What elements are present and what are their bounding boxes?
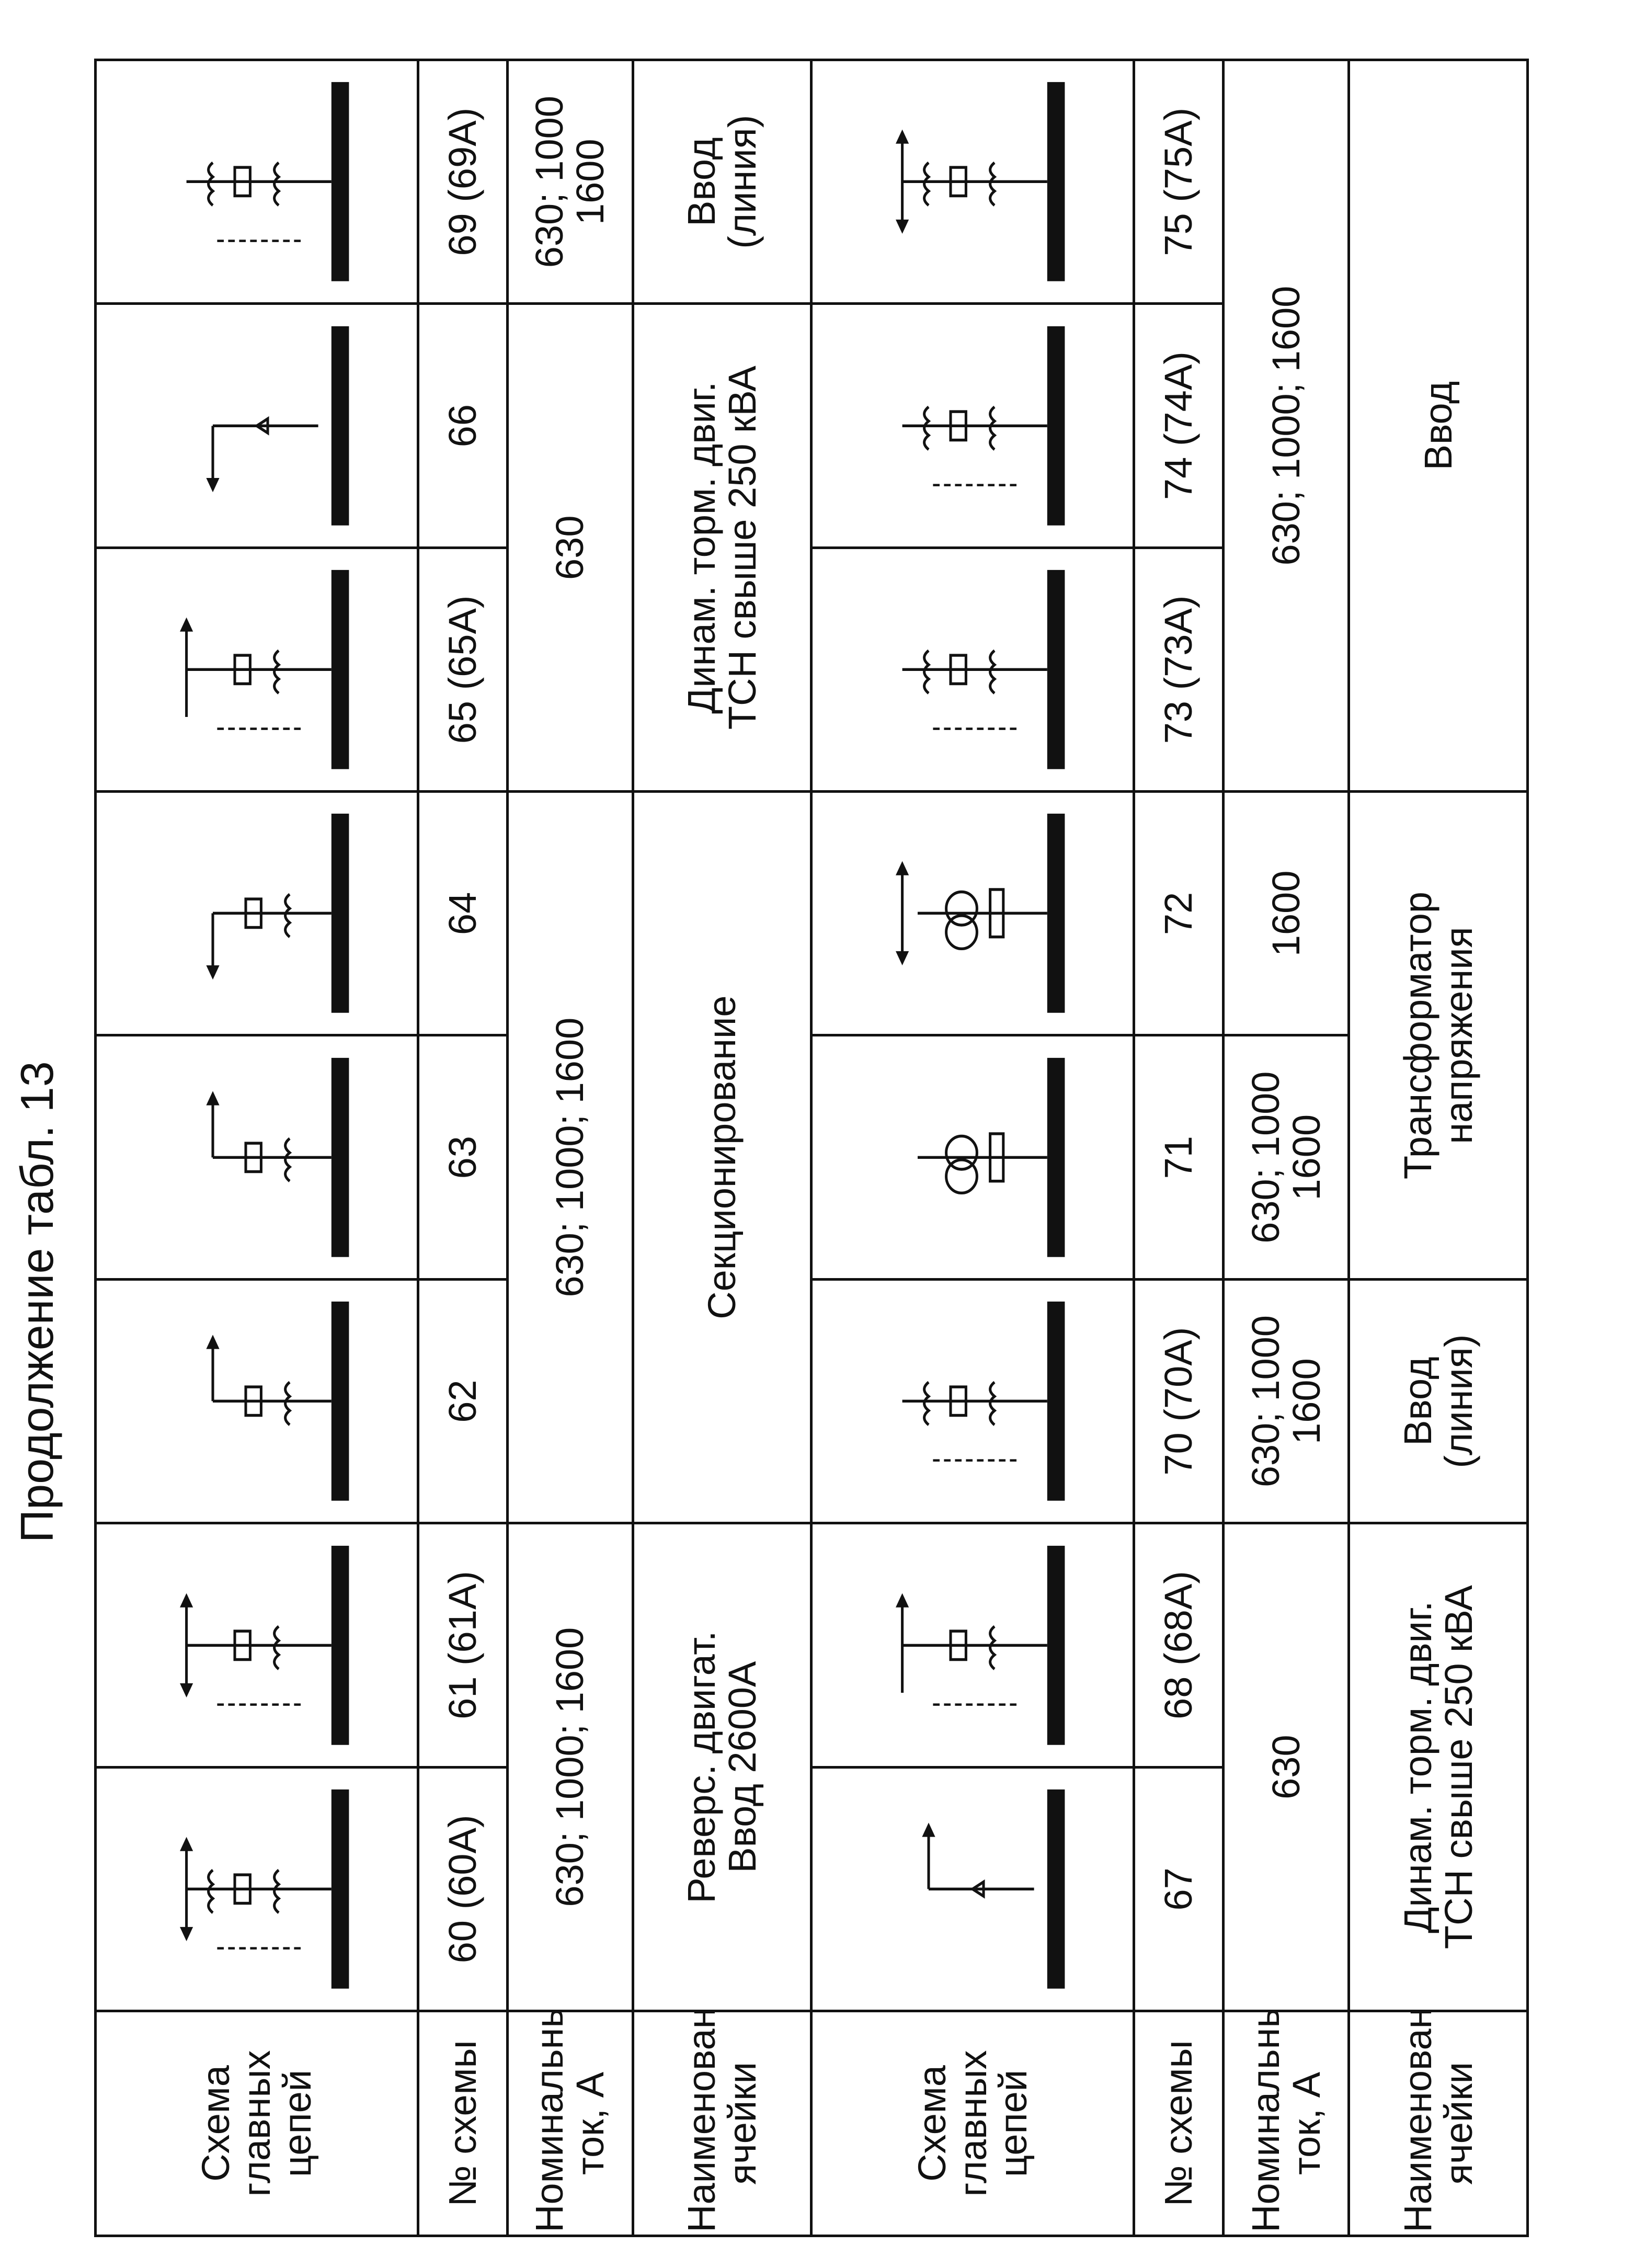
cell-name: Реверс. двигат. Ввод 2600А: [633, 1523, 812, 2011]
rated-current: 630; 1000; 1600: [1223, 60, 1349, 792]
scheme-number: 67: [1134, 1767, 1224, 2011]
scheme-number: 66: [418, 303, 508, 548]
scheme-60: [95, 1767, 418, 2011]
scheme-number: 70 (70A): [1134, 1279, 1224, 1523]
row-label-current: Номинальный ток, А: [1223, 2011, 1349, 2236]
scheme-73: [811, 548, 1134, 792]
rated-current: 630; 1000 1600: [1223, 1035, 1349, 1280]
specification-table: Схема главных цепей № схемы 60 (60A) 61 …: [94, 59, 1529, 2237]
scheme-67: [811, 1767, 1134, 2011]
row-label-number: № схемы: [418, 2011, 508, 2236]
scheme-number: 73 (73A): [1134, 548, 1224, 792]
scheme-number: 75 (75A): [1134, 60, 1224, 304]
rated-current: 630; 1000; 1600: [507, 791, 633, 1523]
scheme-64: [95, 791, 418, 1035]
scheme-66: [95, 303, 418, 548]
rated-current: 1600: [1223, 791, 1349, 1035]
row-label-name: Наименование ячейки: [1349, 2011, 1528, 2236]
scheme-62: [95, 1279, 418, 1523]
rated-current: 630: [1223, 1523, 1349, 2011]
rated-current: 630: [507, 303, 633, 792]
scheme-69: [95, 60, 418, 304]
rated-current: 630; 1000 1600: [1223, 1279, 1349, 1523]
cell-name: Ввод (линия): [633, 60, 812, 304]
scheme-number: 60 (60A): [418, 1767, 508, 2011]
scheme-74: [811, 303, 1134, 548]
scheme-number: 72: [1134, 791, 1224, 1035]
scheme-75: [811, 60, 1134, 304]
row-label-scheme: Схема главных цепей: [95, 2011, 418, 2236]
page-title: Продолжение табл. 13: [11, 1061, 63, 1543]
scheme-number: 64: [418, 791, 508, 1035]
scheme-number: 65 (65A): [418, 548, 508, 792]
rated-current: 630; 1000 1600: [507, 60, 633, 304]
cell-name: Ввод (линия): [1349, 1279, 1528, 1523]
rated-current: 630; 1000; 1600: [507, 1523, 633, 2011]
cell-name: Ввод: [1349, 60, 1528, 792]
scheme-number: 69 (69A): [418, 60, 508, 304]
cell-name: Секционирование: [633, 791, 812, 1523]
row-label-number: № схемы: [1134, 2011, 1224, 2236]
scheme-70: [811, 1279, 1134, 1523]
cell-name: Динам. торм. двиг. ТСН свыше 250 кВА: [633, 303, 812, 792]
scheme-68: [811, 1523, 1134, 1768]
scheme-63: [95, 1035, 418, 1280]
cell-name: Трансформатор напряжения: [1349, 791, 1528, 1280]
cell-name: Динам. торм. двиг. ТСН свыше 250 кВА: [1349, 1523, 1528, 2011]
scheme-72: [811, 791, 1134, 1035]
scheme-number: 63: [418, 1035, 508, 1280]
scheme-71: [811, 1035, 1134, 1280]
scheme-65: [95, 548, 418, 792]
row-label-name: Наименование ячейки: [633, 2011, 812, 2236]
scheme-number: 74 (74A): [1134, 303, 1224, 548]
specification-table-rotated: Схема главных цепей № схемы 60 (60A) 61 …: [94, 59, 1529, 2237]
row-label-current: Номинальный ток, А: [507, 2011, 633, 2236]
scheme-number: 62: [418, 1279, 508, 1523]
scheme-number: 61 (61A): [418, 1523, 508, 1768]
scheme-61: [95, 1523, 418, 1768]
scheme-number: 68 (68A): [1134, 1523, 1224, 1768]
scheme-number: 71: [1134, 1035, 1224, 1280]
row-label-scheme: Схема главных цепей: [811, 2011, 1134, 2236]
